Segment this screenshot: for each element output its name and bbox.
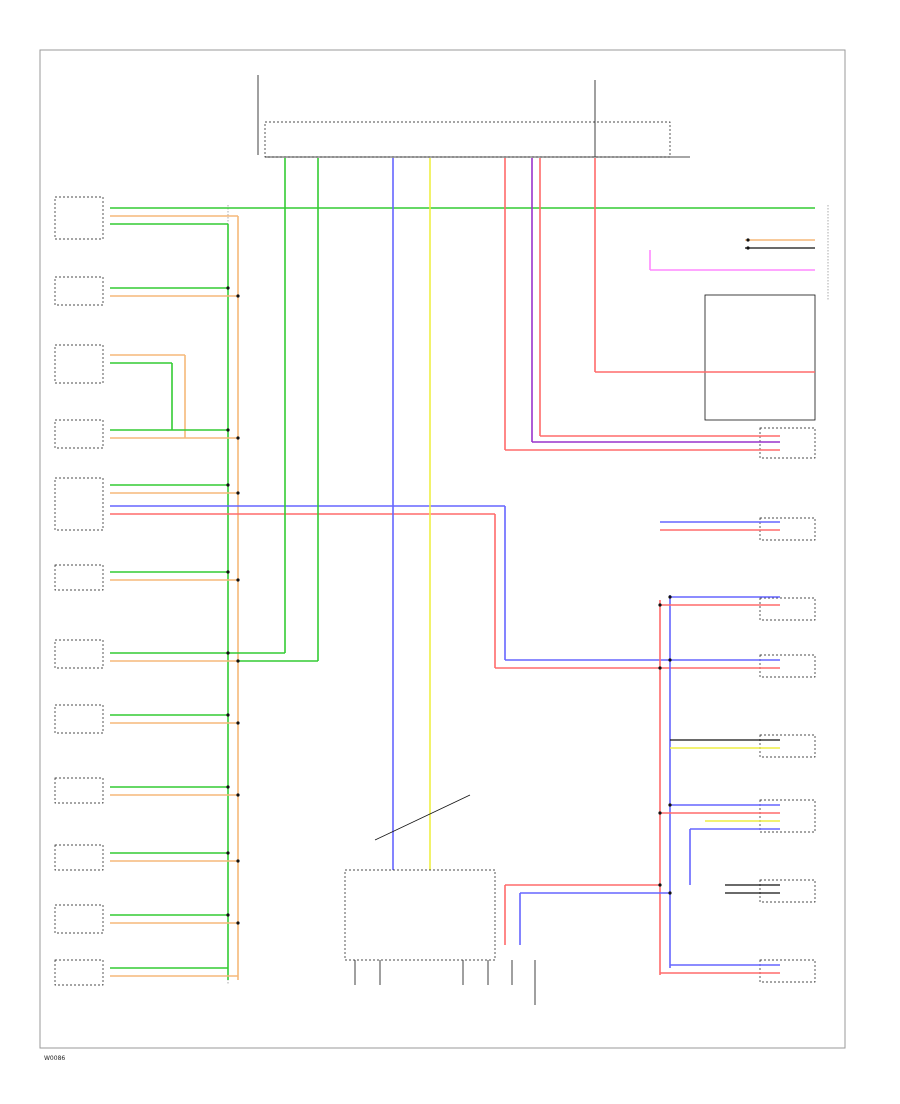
page-code: W0086 <box>44 1055 65 1062</box>
vertical-wire-drops <box>284 158 815 870</box>
bottom-connectors <box>344 794 670 1005</box>
right-wire-runs <box>649 239 815 975</box>
splice-points <box>226 238 750 925</box>
diagram-frame <box>39 49 846 1049</box>
top-module <box>257 75 690 158</box>
left-wire-runs <box>110 207 815 980</box>
left-components <box>54 196 229 986</box>
right-components <box>704 205 829 983</box>
